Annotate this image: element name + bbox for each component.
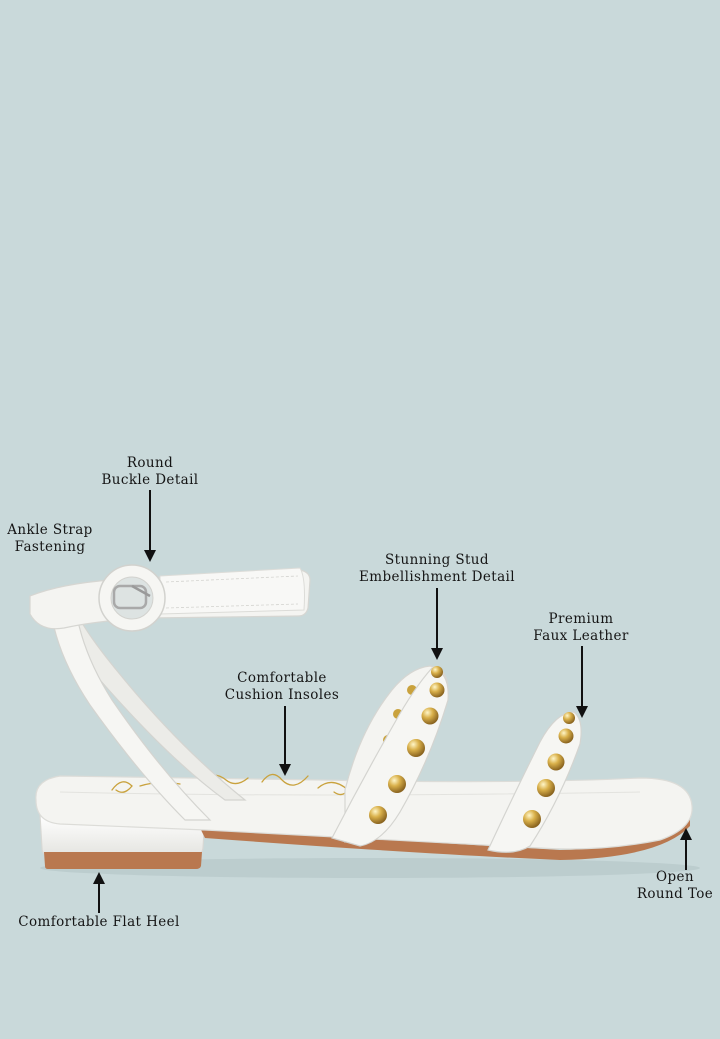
arrow-round-buckle <box>144 490 156 562</box>
front-strap <box>51 611 212 821</box>
label-faux-leather: Premium Faux Leather <box>533 611 629 644</box>
front-stud-strap <box>331 666 449 847</box>
label-round-buckle: Round Buckle Detail <box>101 455 199 488</box>
arrow-open-toe <box>680 828 692 870</box>
ankle-strap <box>29 567 311 630</box>
label-flat-heel: Comfortable Flat Heel <box>18 914 180 930</box>
label-open-toe: Open Round Toe <box>636 869 714 902</box>
arrow-flat-heel <box>93 872 105 913</box>
arrow-faux-leather <box>576 646 588 718</box>
ground-shadow <box>40 858 700 878</box>
label-cushion-insoles: Comfortable Cushion Insoles <box>224 670 340 703</box>
outsole <box>200 818 690 860</box>
arrow-cushion-insoles <box>279 706 291 776</box>
callout-arrows <box>93 490 692 913</box>
label-stud-detail: Stunning Stud Embellishment Detail <box>359 552 515 585</box>
label-ankle-strap: Ankle Strap Fastening <box>7 522 93 555</box>
round-buckle <box>98 564 166 632</box>
toe-stud-strap <box>487 711 582 853</box>
arrow-stud-detail <box>431 588 443 660</box>
